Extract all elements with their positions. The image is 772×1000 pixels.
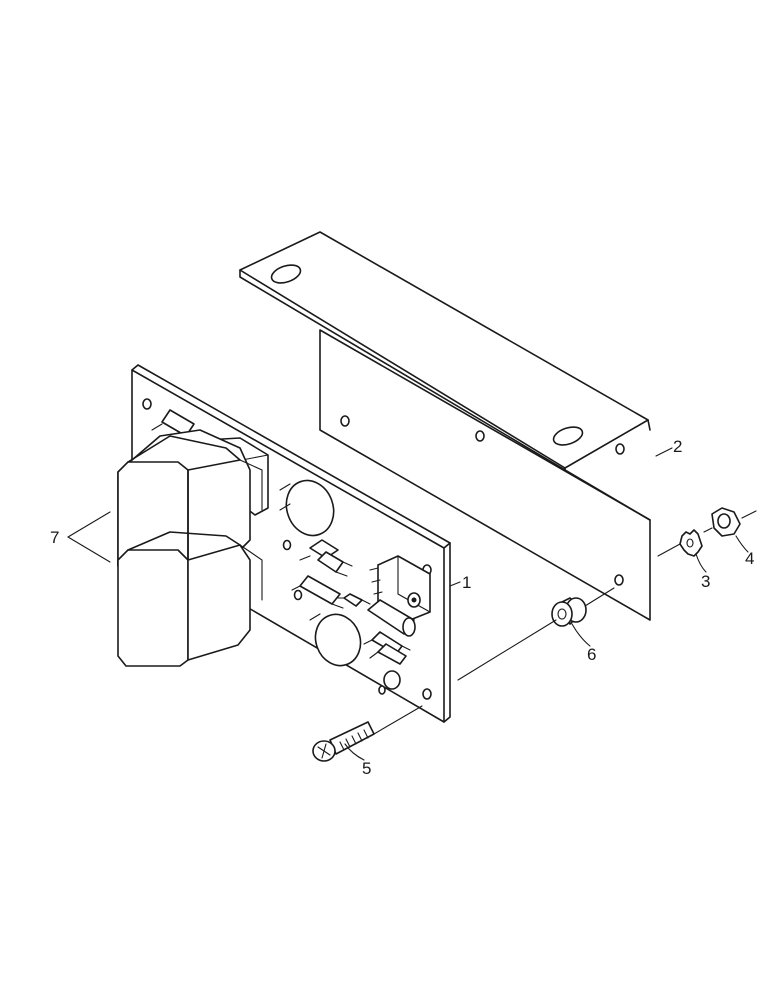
nut [711, 507, 741, 537]
relay-lower [117, 531, 263, 667]
callout-labels: 1 2 3 4 5 6 7 [50, 437, 754, 778]
lock-washer [679, 529, 703, 557]
callout-1: 1 [462, 573, 471, 592]
callout-2: 2 [673, 437, 682, 456]
leader-lines [67, 447, 749, 761]
spacer [551, 597, 587, 627]
assembly-lines [373, 510, 757, 735]
screw [312, 721, 375, 762]
callout-3: 3 [701, 572, 710, 591]
callout-7: 7 [50, 528, 59, 547]
callout-5: 5 [362, 759, 371, 778]
relay-upper [117, 429, 263, 567]
mounting-bracket [239, 231, 651, 621]
callout-6: 6 [587, 645, 596, 664]
callout-4: 4 [745, 549, 754, 568]
board-components [151, 409, 431, 690]
